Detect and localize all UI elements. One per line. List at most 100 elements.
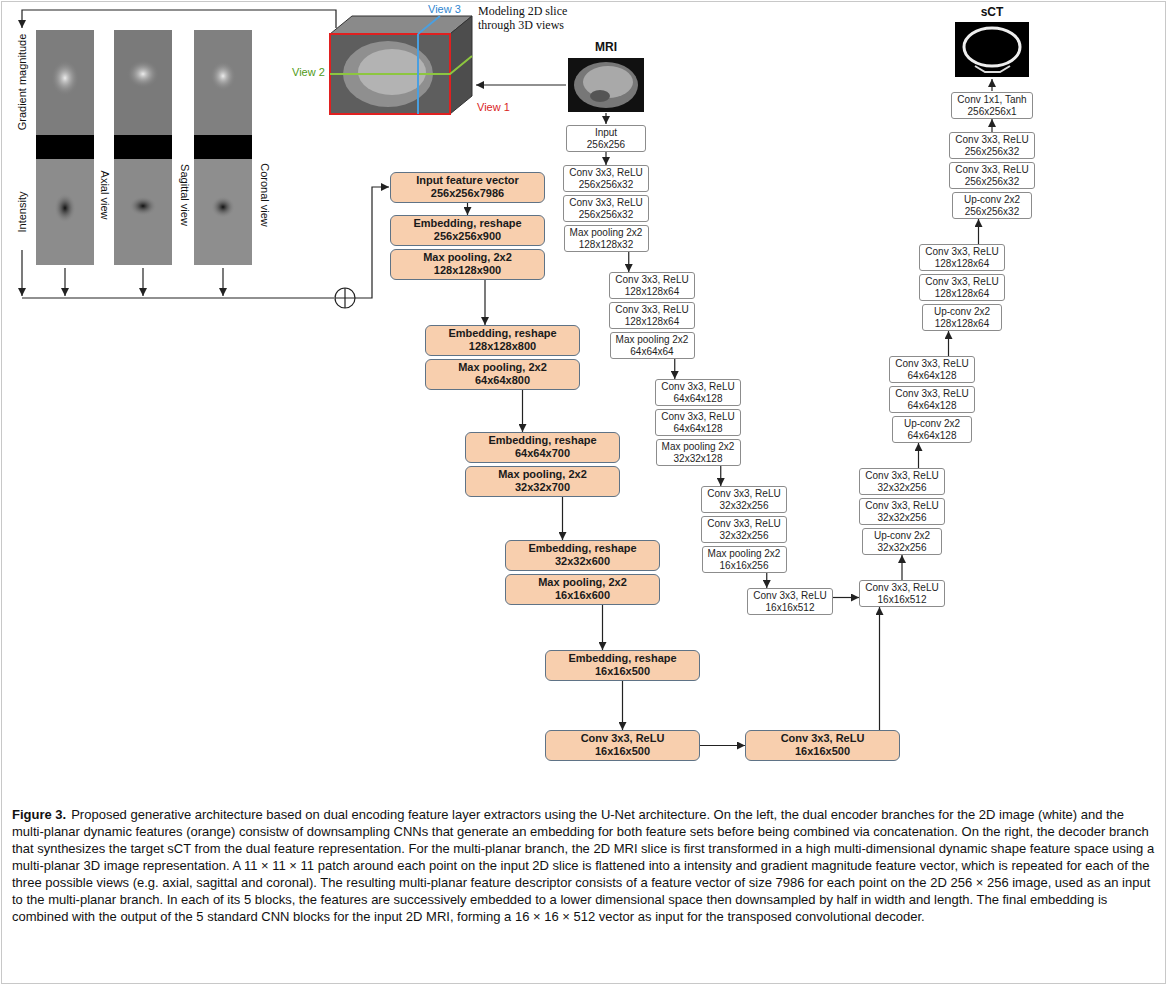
layer-shape: 16x16x512 <box>878 594 927 606</box>
layer-shape: 64x64x128 <box>674 423 723 435</box>
layer-shape: 64x64x700 <box>515 447 570 460</box>
layer-name: Conv 3x3, ReLU <box>661 381 734 393</box>
layer-name: Conv 3x3, ReLU <box>569 197 642 209</box>
layer-box: Max pooling 2x2128x128x32 <box>564 225 649 252</box>
layer-shape: 256x256x32 <box>965 146 1020 158</box>
figure-number: Figure 3. <box>12 807 66 822</box>
view-label: Sagittal view <box>178 164 191 226</box>
layer-name: Conv 3x3, ReLU <box>753 590 826 602</box>
feature-block: Max pooling, 2x232x32x700 <box>465 466 620 497</box>
layer-name: Up-conv 2x2 <box>874 530 930 542</box>
layer-name: Max pooling 2x2 <box>708 548 781 560</box>
layer-name: Embedding, reshape <box>413 217 521 230</box>
layer-box: Conv 3x3, ReLU32x32x256 <box>859 468 945 495</box>
flow-arrow <box>484 280 485 325</box>
layer-name: Input <box>595 127 617 139</box>
layer-name: Embedding, reshape <box>528 542 636 555</box>
layer-shape: 64x64x128 <box>674 393 723 405</box>
sct-slice <box>955 22 1029 77</box>
layer-box: Conv 3x3, ReLU64x64x128 <box>889 386 975 413</box>
layer-shape: 32x32x700 <box>515 481 570 494</box>
layer-shape: 128x128x64 <box>935 318 990 330</box>
flow-arrow <box>978 219 979 244</box>
layer-box: Conv 3x3, ReLU256x256x32 <box>949 132 1035 159</box>
layer-name: Conv 3x3, ReLU <box>707 518 780 530</box>
layer-shape: 64x64x128 <box>908 400 957 412</box>
layer-name: Conv 3x3, ReLU <box>865 470 938 482</box>
layer-shape: 64x64x128 <box>908 430 957 442</box>
view-label: Axial view <box>98 171 111 220</box>
layer-name: Conv 1x1, Tanh <box>957 94 1026 106</box>
image-label: MRI <box>595 40 617 54</box>
layer-shape: 256x256x1 <box>968 106 1017 118</box>
flow-arrow <box>562 497 563 540</box>
patch-panel <box>114 30 172 265</box>
layer-box: Max pooling 2x264x64x64 <box>610 332 695 359</box>
axis-label: Gradient magnitude <box>16 34 29 131</box>
layer-shape: 16x16x500 <box>795 745 850 758</box>
feature-block: Embedding, reshape64x64x700 <box>465 432 620 463</box>
layer-box: Up-conv 2x2256x256x32 <box>952 192 1032 219</box>
layer-shape: 64x64x800 <box>475 374 530 387</box>
layer-shape: 128x128x64 <box>935 258 990 270</box>
flow-arrow <box>918 443 919 468</box>
layer-box: Conv 3x3, ReLU32x32x256 <box>701 516 787 543</box>
layer-shape: 256x256x32 <box>965 176 1020 188</box>
layer-name: Embedding, reshape <box>488 434 596 447</box>
layer-name: Conv 3x3, ReLU <box>895 358 968 370</box>
layer-name: Conv 3x3, ReLU <box>895 388 968 400</box>
layer-box: Max pooling 2x232x32x128 <box>656 439 741 466</box>
layer-name: Conv 3x3, ReLU <box>569 167 642 179</box>
plane-label: View 1 <box>477 101 510 114</box>
layer-name: Embedding, reshape <box>568 652 676 665</box>
flow-arrow <box>522 390 523 432</box>
feature-block: Conv 3x3, ReLU16x16x500 <box>545 730 700 761</box>
layer-shape: 16x16x500 <box>595 745 650 758</box>
layer-box: Up-conv 2x232x32x256 <box>862 528 942 555</box>
layer-name: Conv 3x3, ReLU <box>707 488 780 500</box>
flow-arrow <box>720 466 721 486</box>
layer-box: Conv 3x3, ReLU64x64x128 <box>655 379 741 406</box>
layer-box: Conv 1x1, Tanh256x256x1 <box>951 92 1033 119</box>
flow-arrow <box>991 119 992 132</box>
layer-box: Conv 3x3, ReLU32x32x256 <box>701 486 787 513</box>
layer-name: Input feature vector <box>416 174 519 187</box>
view-label: Coronal view <box>258 163 271 227</box>
layer-name: Up-conv 2x2 <box>934 306 990 318</box>
layer-box: Conv 3x3, ReLU16x16x512 <box>859 580 945 607</box>
plane-label: View 3 <box>428 3 461 16</box>
layer-shape: 16x16x512 <box>766 602 815 614</box>
layer-box: Conv 3x3, ReLU128x128x64 <box>609 302 695 329</box>
layer-shape: 32x32x256 <box>878 542 927 554</box>
layer-box: Conv 3x3, ReLU32x32x256 <box>859 498 945 525</box>
layer-shape: 128x128x64 <box>625 316 680 328</box>
flow-arrow <box>628 252 629 272</box>
layer-shape: 128x128x900 <box>434 264 501 277</box>
layer-name: Conv 3x3, ReLU <box>955 134 1028 146</box>
layer-box: Conv 3x3, ReLU64x64x128 <box>655 409 741 436</box>
layer-name: Max pooling, 2x2 <box>538 576 627 589</box>
patch-panel <box>194 30 252 265</box>
layer-shape: 32x32x256 <box>878 512 927 524</box>
layer-box: Input256x256 <box>566 125 646 152</box>
feature-block: Max pooling, 2x216x16x600 <box>505 574 660 605</box>
layer-shape: 128x128x32 <box>579 239 634 251</box>
note: Modeling 2D slice through 3D views <box>478 4 578 32</box>
layer-name: Up-conv 2x2 <box>964 194 1020 206</box>
layer-box: Conv 3x3, ReLU64x64x128 <box>889 356 975 383</box>
feature-block: Max pooling, 2x264x64x800 <box>425 359 580 390</box>
layer-shape: 256x256x32 <box>965 206 1020 218</box>
layer-shape: 256x256 <box>587 139 625 151</box>
layer-shape: 256x256x900 <box>434 230 501 243</box>
layer-shape: 128x128x800 <box>469 340 536 353</box>
flow-arrow <box>766 573 767 588</box>
layer-name: Embedding, reshape <box>448 327 556 340</box>
layer-name: Conv 3x3, ReLU <box>955 164 1028 176</box>
layer-box: Conv 3x3, ReLU256x256x32 <box>563 195 649 222</box>
feature-block: Embedding, reshape256x256x900 <box>390 215 545 246</box>
feature-block: Conv 3x3, ReLU16x16x500 <box>745 730 900 761</box>
layer-box: Up-conv 2x2128x128x64 <box>922 304 1002 331</box>
layer-name: Conv 3x3, ReLU <box>865 500 938 512</box>
layer-shape: 16x16x600 <box>555 589 610 602</box>
layer-shape: 32x32x256 <box>720 500 769 512</box>
